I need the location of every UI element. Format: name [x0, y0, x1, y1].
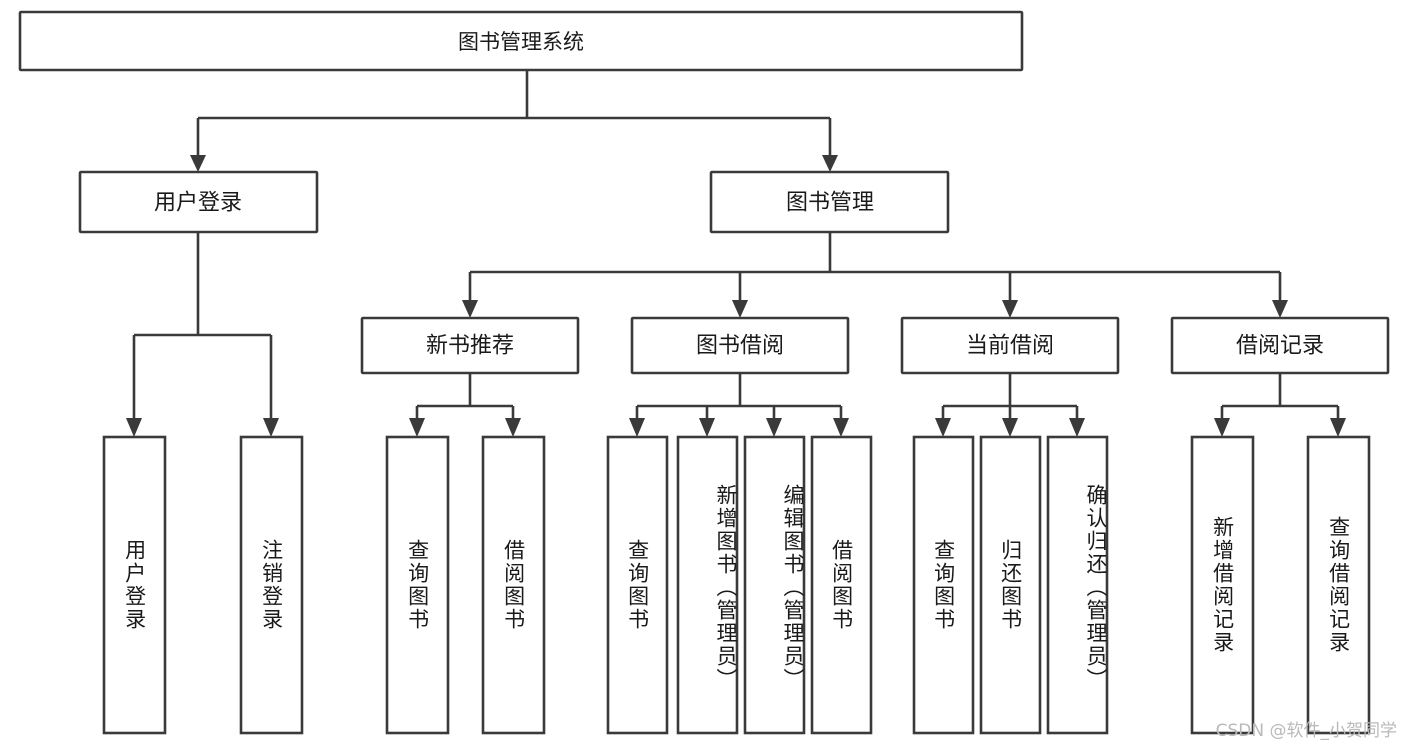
node-borrow-record[interactable]: 借阅记录	[1170, 316, 1390, 375]
leaf-box-confirm-return-admin[interactable]	[1046, 435, 1109, 735]
arrow-bookborrow-leaf3	[766, 418, 782, 437]
node-current-borrow[interactable]: 当前借阅	[900, 316, 1120, 375]
node-new-book-recommend-label: 新书推荐	[426, 334, 514, 359]
connector-layer	[126, 70, 1346, 437]
node-user-login[interactable]: 用户登录	[78, 170, 319, 234]
arrow-userlogin-leaf1	[126, 418, 142, 437]
node-root[interactable]: 图书管理系统	[18, 10, 1024, 72]
leaf-box-query-book-borrow[interactable]	[606, 435, 669, 735]
arrow-to-bookborrow	[732, 300, 748, 318]
arrow-to-borrowrecord	[1272, 300, 1288, 318]
leaf-box-query-borrow-record[interactable]	[1306, 435, 1371, 735]
node-borrow-record-label: 借阅记录	[1236, 334, 1324, 359]
arrow-newbook-leaf2	[505, 418, 521, 437]
node-new-book-recommend[interactable]: 新书推荐	[360, 316, 580, 375]
watermark-text: CSDN @软件_小贺同学	[1215, 721, 1397, 741]
leaf-box-query-book-current[interactable]	[912, 435, 975, 735]
arrow-borrowrecord-leaf1	[1214, 418, 1230, 437]
arrow-currentborrow-leaf3	[1069, 418, 1085, 437]
arrow-to-bookmgmt	[822, 155, 838, 172]
leaf-rect-layer	[102, 435, 1371, 735]
node-book-borrow-label: 图书借阅	[696, 334, 784, 359]
arrow-bookborrow-leaf2	[699, 418, 715, 437]
node-current-borrow-label: 当前借阅	[966, 334, 1054, 359]
leaf-box-add-borrow-record[interactable]	[1190, 435, 1255, 735]
leaf-box-query-book-newbook[interactable]	[385, 435, 450, 735]
leaf-box-return-book[interactable]	[979, 435, 1042, 735]
node-user-login-label: 用户登录	[154, 191, 242, 216]
arrow-currentborrow-leaf2	[1002, 418, 1018, 437]
node-book-management-label: 图书管理	[786, 191, 874, 216]
node-root-label: 图书管理系统	[458, 30, 584, 54]
arrow-to-currentborrow	[1002, 300, 1018, 318]
leaf-box-logout[interactable]	[239, 435, 304, 735]
arrow-to-userlogin	[190, 155, 206, 172]
arrow-borrowrecord-leaf2	[1330, 418, 1346, 437]
arrow-currentborrow-leaf1	[935, 418, 951, 437]
node-book-borrow[interactable]: 图书借阅	[630, 316, 850, 375]
arrow-bookborrow-leaf4	[833, 418, 849, 437]
arrow-userlogin-leaf2	[263, 418, 279, 437]
arrow-to-newbook	[462, 300, 478, 318]
node-book-management[interactable]: 图书管理	[709, 170, 950, 234]
leaf-box-borrow-book-newbook[interactable]	[481, 435, 546, 735]
leaf-box-add-book-admin[interactable]	[676, 435, 739, 735]
leaf-box-edit-book-admin[interactable]	[743, 435, 806, 735]
leaf-box-borrow-book[interactable]	[810, 435, 873, 735]
arrow-bookborrow-leaf1	[629, 418, 645, 437]
arrow-newbook-leaf1	[409, 418, 425, 437]
leaf-box-user-login[interactable]	[102, 435, 167, 735]
